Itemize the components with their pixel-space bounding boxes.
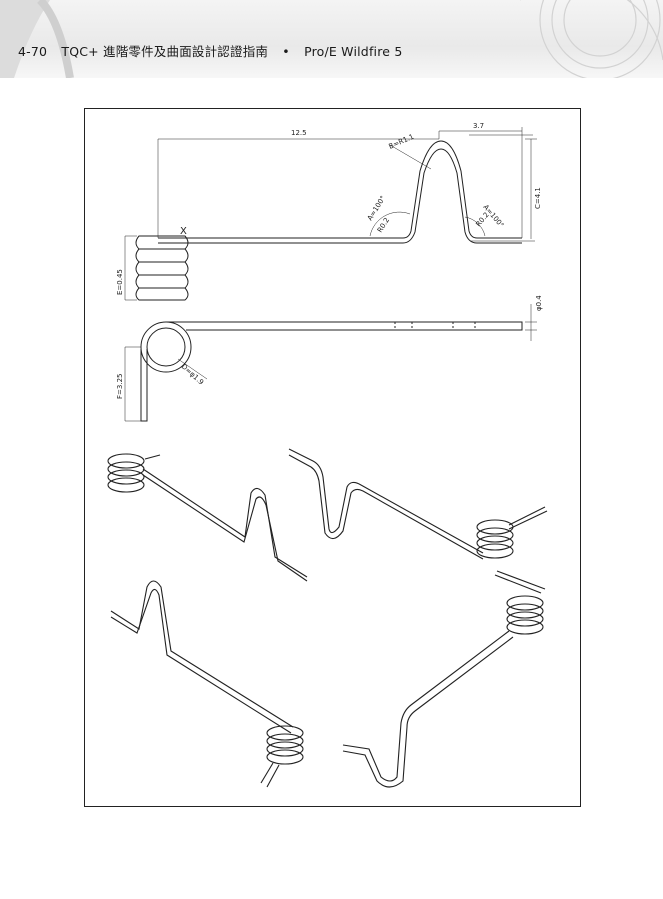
bullet-separator: • — [282, 44, 290, 59]
software-name: Pro/E Wildfire 5 — [304, 44, 403, 59]
dim-wire-label: φ0.4 — [535, 295, 543, 311]
iso-view-bottom-right — [342, 570, 546, 788]
book-title: TQC+ 進階零件及曲面設計認證指南 — [61, 44, 269, 59]
iso-view-top-right — [288, 448, 548, 560]
dim-radius-left-label: R0.2 — [376, 216, 391, 234]
dim-coil-dia-label: D=φ1.9 — [180, 363, 205, 387]
dim-bend-radius-label: B=R1.1 — [388, 133, 416, 151]
dim-pitch-label: E=0.45 — [116, 269, 124, 295]
dim-leg-label: F=3.25 — [116, 374, 124, 399]
header-decoration-icon — [0, 0, 663, 78]
torsion-spring-drawing: 12.5 3.7 B=R1.1 A=100° R0.2 A=100° R0.2 … — [107, 122, 548, 788]
dim-height-label: C=4.1 — [534, 187, 542, 209]
iso-view-top-left — [107, 453, 308, 582]
axis-x-label: X — [180, 226, 187, 237]
coil-stack-side-view — [135, 235, 189, 301]
dim-length-label: 12.5 — [291, 129, 307, 137]
header-text-line: 4-70 TQC+ 進階零件及曲面設計認證指南 • Pro/E Wildfire… — [18, 41, 413, 60]
dim-width-label: 3.7 — [473, 122, 484, 130]
page-number: 4-70 — [18, 44, 48, 59]
drawing-frame: 12.5 3.7 B=R1.1 A=100° R0.2 A=100° R0.2 … — [84, 108, 581, 807]
page-header-band: 4-70 TQC+ 進階零件及曲面設計認證指南 • Pro/E Wildfire… — [0, 0, 663, 78]
iso-view-bottom-left — [110, 580, 304, 788]
coil-top-view — [124, 304, 537, 422]
